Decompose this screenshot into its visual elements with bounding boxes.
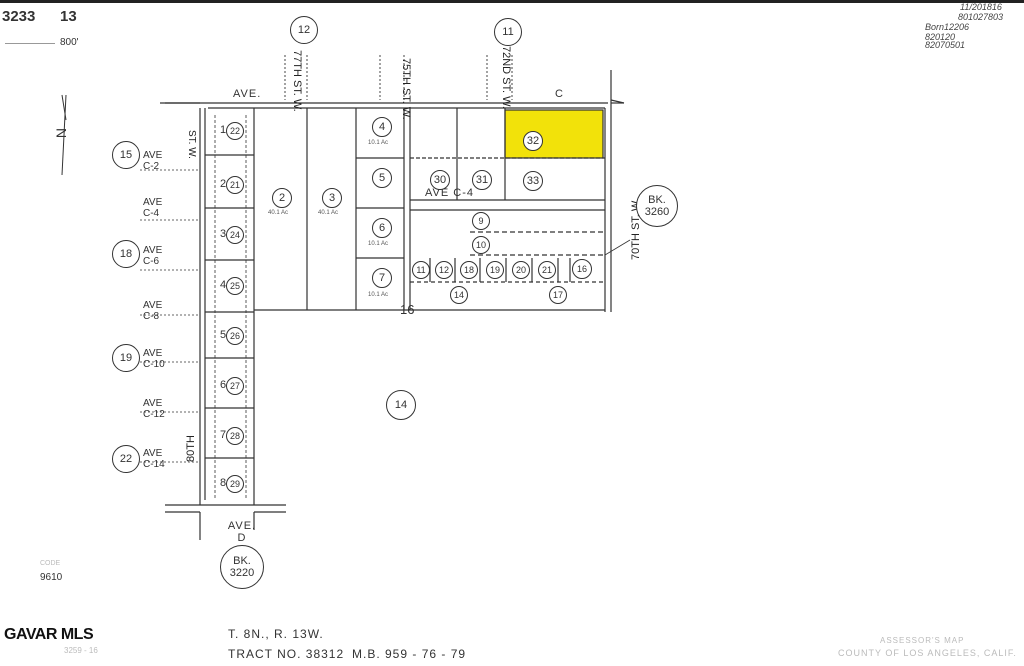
map-ref-18: 18 [112,240,140,268]
parcel-25: 25 [226,277,244,295]
acreage-4: 10.1 Ac [368,140,389,146]
lot-7: 7 [220,429,227,441]
tract-number: TRACT NO. 38312 [228,647,345,661]
county-label: COUNTY OF LOS ANGELES, CALIF. [838,648,1017,658]
township-range: T. 8N., R. 13W. [228,627,324,641]
north-arrow: N [53,127,70,139]
bk-3260-label: BK. [648,194,666,206]
parcel-4: 4 [372,117,392,137]
parcel-21: 21 [226,176,244,194]
left-ave-c4: AVE C-4 [143,197,163,219]
street-80th: 80TH [185,435,197,462]
parcel-2: 2 [272,188,292,208]
parcel-21-r: 21 [538,261,556,279]
lot-6: 6 [220,379,227,391]
left-ave-c12: AVE C-12 [143,398,165,420]
acreage-2: 40.1 Ac [268,210,289,216]
parcel-28: 28 [226,427,244,445]
scale-label: 800' [60,37,79,48]
parcel-22: 22 [226,122,244,140]
highlight-parcel-32 [504,109,604,159]
left-ave-c2: AVE C-2 [143,150,163,172]
parcel-12: 12 [435,261,453,279]
parcel-9: 9 [472,212,490,230]
assessor-label: ASSESSOR'S MAP [880,636,965,645]
parcel-18: 18 [460,261,478,279]
scale-bar [5,33,55,44]
bk-3260-number: 3260 [644,206,670,218]
parcel-5: 5 [372,168,392,188]
left-ave-c6: AVE C-6 [143,245,163,267]
bk-3220-circle: BK. 3220 [220,545,264,589]
parcel-7: 7 [372,268,392,288]
street-77th: 77TH ST. W. [291,50,303,112]
left-ave-c8: AVE C-8 [143,300,163,322]
lot-5: 5 [220,329,227,341]
lot-2: 2 [220,178,227,190]
map-ref-19: 19 [112,344,140,372]
code-label: CODE [40,560,61,567]
left-ave-c10: AVE C-10 [143,348,165,370]
parcel-14-r: 14 [450,286,468,304]
top-border [0,0,1024,3]
book-number: 3233 [2,8,36,25]
parcel-16-label: 16 [400,302,415,317]
acreage-7: 10.1 Ac [368,292,389,298]
stamp-line-2: 801027803 [958,12,1004,22]
parcel-24: 24 [226,226,244,244]
map-ref-11: 11 [494,18,522,46]
map-ref-12: 12 [290,16,318,44]
ave-c-suffix: C [555,88,564,100]
parcel-26: 26 [226,327,244,345]
parcel-19: 19 [486,261,504,279]
lot-4: 4 [220,279,227,291]
note-3: 82070501 [925,40,966,50]
note-2: 820120 [925,32,956,42]
bk-3220-number: 3220 [229,567,255,579]
parcel-32: 32 [523,131,543,151]
street-st-w-left: ST. W. [186,130,197,159]
page-number: 13 [60,8,77,25]
stamp-line-1: 11/201816 [960,2,1002,12]
street-72nd: 72ND ST. W. [500,46,512,109]
parcel-29: 29 [226,475,244,493]
parcel-6: 6 [372,218,392,238]
parcel-3: 3 [322,188,342,208]
lot-3: 3 [220,228,227,240]
lot-8: 8 [220,477,227,489]
parcel-33: 33 [523,171,543,191]
gavar-mls-logo: GAVAR MLS [4,626,94,643]
parcel-31: 31 [472,170,492,190]
map-ref-14: 14 [386,390,416,420]
map-ref-15: 15 [112,141,140,169]
map-ref-22: 22 [112,445,140,473]
street-75th: 75TH ST. W. [400,58,412,120]
parcel-27: 27 [226,377,244,395]
parcel-11: 11 [412,261,430,279]
acreage-3: 40.1 Ac [318,210,339,216]
note-1: Born12206 [925,22,970,32]
ave-c4-label: AVE C-4 [425,187,474,199]
code-number: 9610 [40,572,63,583]
map-book-ref: M.B. 959 - 76 - 79 [352,647,467,661]
left-ref: 3259 - 16 [64,646,98,655]
parcel-10: 10 [472,236,490,254]
bk-3220-label: BK. [233,555,251,567]
acreage-6: 10.1 Ac [368,241,389,247]
bk-3260-circle: BK. 3260 [636,185,678,227]
parcel-16: 16 [572,259,592,279]
parcel-17: 17 [549,286,567,304]
ave-d-label: AVE. D [227,520,257,544]
parcel-30: 30 [430,170,450,190]
parcel-20: 20 [512,261,530,279]
lot-1: 1 [220,124,227,136]
ave-c-prefix: AVE. [233,88,262,100]
left-ave-c14: AVE C-14 [143,448,165,470]
